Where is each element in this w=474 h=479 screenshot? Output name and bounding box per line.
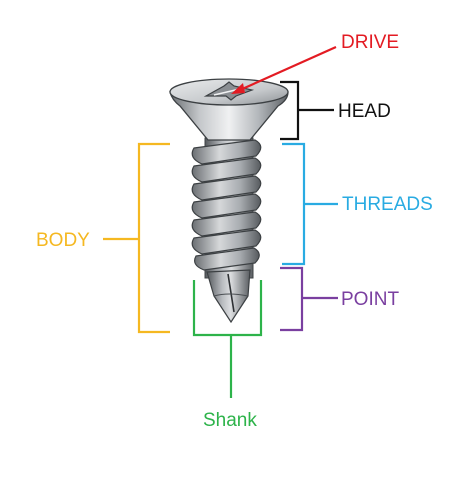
label-head: HEAD (338, 101, 391, 122)
label-point: POINT (341, 289, 399, 310)
drive-callout: DRIVE (231, 32, 399, 94)
body-callout: BODY (36, 142, 170, 334)
head-callout: HEAD (280, 80, 391, 141)
point-callout: POINT (280, 266, 399, 332)
drive-arrowhead (231, 83, 245, 94)
screw-icon (169, 78, 289, 324)
label-shank: Shank (203, 410, 257, 431)
label-threads: THREADS (342, 194, 433, 215)
label-body: BODY (36, 230, 90, 251)
screw-threads (191, 139, 262, 271)
screw-tip (206, 269, 251, 324)
shank-callout: Shank (192, 280, 263, 431)
label-drive: DRIVE (341, 32, 399, 53)
screw-head (169, 78, 289, 141)
threads-callout: THREADS (282, 142, 433, 266)
